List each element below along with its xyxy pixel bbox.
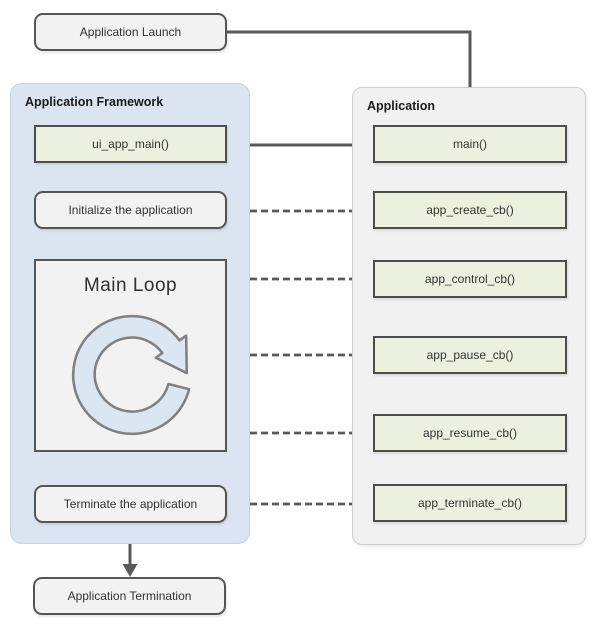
node-application-launch: Application Launch (34, 13, 227, 51)
node-application-termination: Application Termination (33, 577, 226, 615)
node-main: main() (373, 125, 567, 163)
main-loop-label: Main Loop (83, 275, 178, 296)
panel-application: Application (352, 87, 586, 545)
connector-launch-to-main (227, 30, 472, 112)
panel-title-application: Application (367, 99, 436, 113)
node-app-resume-cb: app_resume_cb() (373, 414, 567, 452)
panel-title-framework: Application Framework (25, 95, 164, 109)
node-initialize-application: Initialize the application (34, 191, 227, 229)
node-app-terminate-cb: app_terminate_cb() (373, 484, 567, 522)
circular-arrow-icon (71, 314, 191, 436)
node-app-create-cb: app_create_cb() (373, 191, 567, 229)
node-terminate-application: Terminate the application (34, 485, 227, 523)
arrowhead-down-termination (122, 564, 138, 577)
node-main-loop: Main Loop (34, 259, 227, 452)
node-app-pause-cb: app_pause_cb() (373, 336, 567, 374)
node-app-control-cb: app_control_cb() (373, 260, 567, 298)
node-ui-app-main: ui_app_main() (34, 125, 227, 163)
